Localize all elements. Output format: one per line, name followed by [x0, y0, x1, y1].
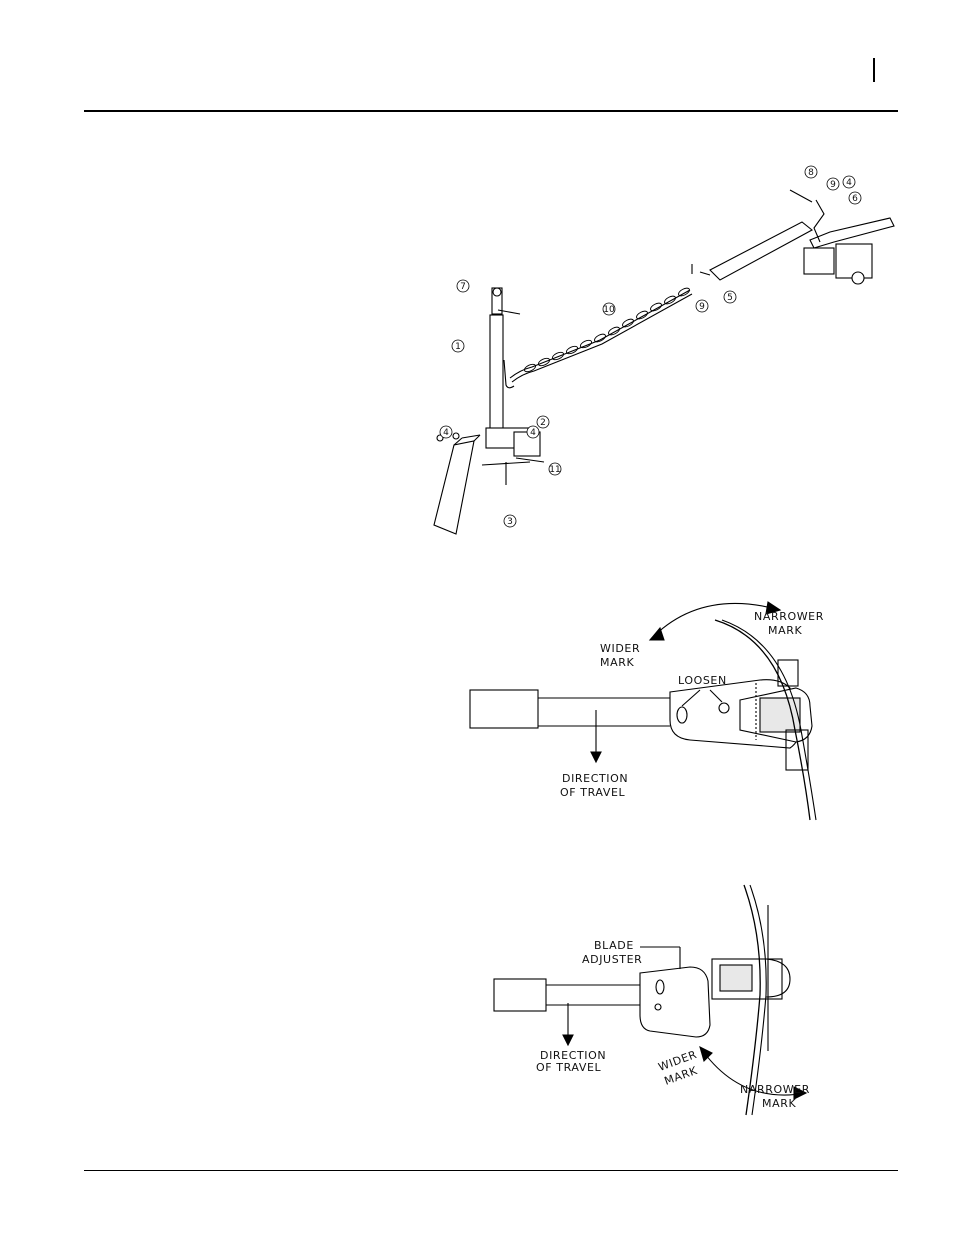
callout-9b: 9 [699, 302, 705, 312]
narrower-mark-label-2: MARK [762, 1097, 796, 1110]
lower-tube [433, 440, 475, 535]
callout-5: 5 [727, 293, 733, 303]
extension-bar [709, 221, 813, 281]
callout-4b: 4 [443, 428, 449, 438]
wider-mark-label-2: MARK [600, 656, 634, 669]
callout-9a: 7 [460, 282, 466, 292]
narrower-mark-label-2: MARK [768, 624, 802, 637]
frame-tube [493, 978, 547, 1012]
header-tab-mark [873, 58, 875, 82]
blade-adjuster-label-1: BLADE [594, 939, 634, 952]
adjuster-plate [639, 966, 711, 1038]
direction-label-1: DIRECTION [540, 1049, 606, 1062]
callout-8: 9 [830, 180, 836, 190]
callout-3: 3 [507, 517, 513, 527]
callout-2: 2 [540, 418, 546, 428]
narrower-mark-label-1: NARROWER [754, 610, 824, 623]
callout-4a: 4 [530, 428, 536, 438]
direction-label-2: OF TRAVEL [560, 786, 625, 799]
callout-4c: 4 [846, 178, 852, 188]
adjust-arc-arrow [699, 1046, 807, 1096]
blade-adjust-figure-top: NARROWER MARK WIDER MARK LOOSEN DIRECTIO… [469, 601, 824, 821]
chain [503, 289, 693, 389]
chain-links [523, 287, 690, 373]
mast-tube [489, 314, 504, 436]
callout-6: 6 [852, 194, 858, 204]
callout-11: 11 [549, 465, 560, 475]
direction-label-1: DIRECTION [562, 772, 628, 785]
callouts [439, 165, 862, 528]
blade-adjust-figure-bottom: BLADE ADJUSTER DIRECTION OF TRAVEL WIDER… [493, 884, 810, 1116]
mount-bracket [803, 199, 895, 285]
blade-disc [743, 884, 761, 1116]
footer-rule [84, 1170, 898, 1171]
frame-tube [469, 689, 539, 729]
callout-10: 10 [603, 305, 615, 315]
callout-7: 8 [808, 168, 814, 178]
direction-label-2: OF TRAVEL [536, 1061, 601, 1074]
blade-adjuster-label-2: ADJUSTER [582, 953, 642, 966]
narrower-mark-label-1: NARROWER [740, 1083, 810, 1096]
callout-1: 1 [455, 342, 461, 352]
loosen-label: LOOSEN [678, 674, 727, 687]
header-rule [84, 110, 898, 112]
wider-mark-label-1: WIDER [600, 642, 640, 655]
adjust-arc-arrow [649, 602, 781, 641]
blade-disc [714, 619, 811, 821]
marker-assembly-figure: 7 1 4 2 3 4 11 10 9 5 8 9 4 6 [433, 165, 895, 535]
